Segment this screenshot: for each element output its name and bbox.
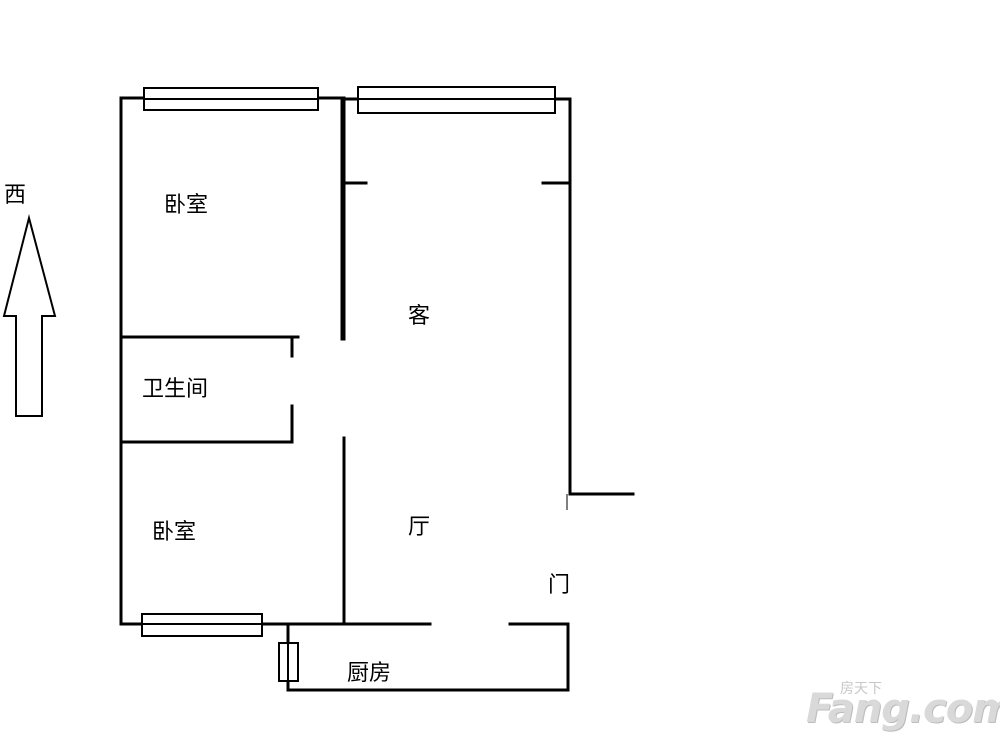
window-top-right (357, 86, 556, 114)
compass-label: 西 (4, 183, 27, 208)
room-label-bathroom: 卫生间 (142, 377, 209, 402)
watermark: Fang.com 房天下 (806, 678, 1000, 740)
room-label-door: 门 (548, 573, 571, 598)
window-top-left (143, 87, 319, 111)
window-kitchen (278, 642, 299, 682)
room-label-kitchen: 厨房 (347, 661, 392, 686)
room-label-bedroom-top: 卧室 (164, 193, 209, 218)
north-arrow-icon (2, 214, 57, 417)
interior-walls (119, 96, 572, 624)
window-bottom-bedroom (141, 613, 263, 637)
watermark-brand: Fang.com (806, 686, 1000, 732)
room-label-bedroom-bottom: 卧室 (152, 520, 197, 545)
room-label-living-2: 厅 (408, 515, 431, 540)
windows (141, 86, 556, 682)
watermark-sub: 房天下 (840, 681, 882, 697)
room-label-living-1: 客 (408, 304, 431, 329)
